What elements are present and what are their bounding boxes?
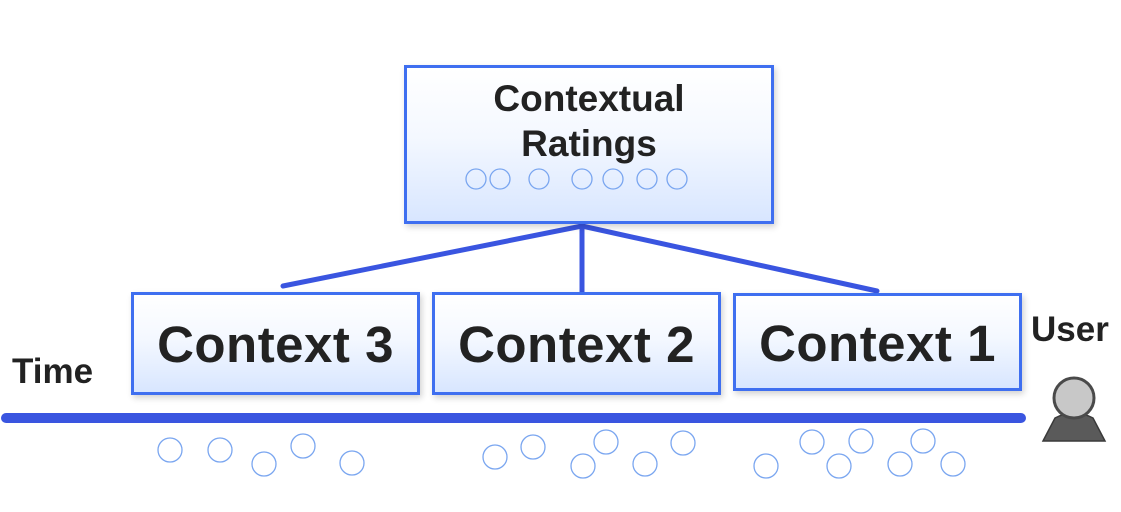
rating-circle xyxy=(339,450,365,476)
rating-circle xyxy=(465,168,487,190)
rating-circle xyxy=(520,434,546,460)
rating-circle xyxy=(489,168,511,190)
rating-circle xyxy=(670,430,696,456)
rating-circle xyxy=(157,437,183,463)
rating-circle xyxy=(207,437,233,463)
rating-circle xyxy=(848,428,874,454)
rating-circles-contextual xyxy=(465,168,688,190)
context-3-box: Context 3 xyxy=(131,292,420,395)
connector-context-3 xyxy=(280,223,585,289)
rating-circle xyxy=(826,453,852,479)
rating-circle xyxy=(940,451,966,477)
rating-circle xyxy=(570,453,596,479)
rating-circle xyxy=(528,168,550,190)
rating-circle xyxy=(632,451,658,477)
connector-context-1 xyxy=(579,223,880,294)
rating-circles-context-2 xyxy=(482,429,696,479)
context-1-box: Context 1 xyxy=(733,293,1022,391)
contextual-ratings-title-line2: Ratings xyxy=(521,123,657,164)
user-icon xyxy=(1041,376,1107,442)
rating-circles-context-1 xyxy=(753,428,966,479)
user-label: User xyxy=(1031,310,1109,349)
rating-circle xyxy=(251,451,277,477)
rating-circle xyxy=(482,444,508,470)
rating-circles-context-3 xyxy=(157,433,365,477)
rating-circle xyxy=(799,429,825,455)
contextual-ratings-title-line1: Contextual xyxy=(493,78,685,119)
context-3-label: Context 3 xyxy=(157,316,394,373)
rating-circle xyxy=(666,168,688,190)
rating-circle xyxy=(910,428,936,454)
rating-circle xyxy=(636,168,658,190)
contextual-ratings-box: Contextual Ratings xyxy=(404,65,774,224)
rating-circle xyxy=(290,433,316,459)
rating-circle xyxy=(602,168,624,190)
rating-circle xyxy=(571,168,593,190)
context-2-box: Context 2 xyxy=(432,292,721,395)
context-2-label: Context 2 xyxy=(458,316,695,373)
rating-circle xyxy=(593,429,619,455)
rating-circle xyxy=(887,451,913,477)
time-axis-label: Time xyxy=(12,352,94,391)
context-1-label: Context 1 xyxy=(759,315,996,372)
rating-circle xyxy=(753,453,779,479)
